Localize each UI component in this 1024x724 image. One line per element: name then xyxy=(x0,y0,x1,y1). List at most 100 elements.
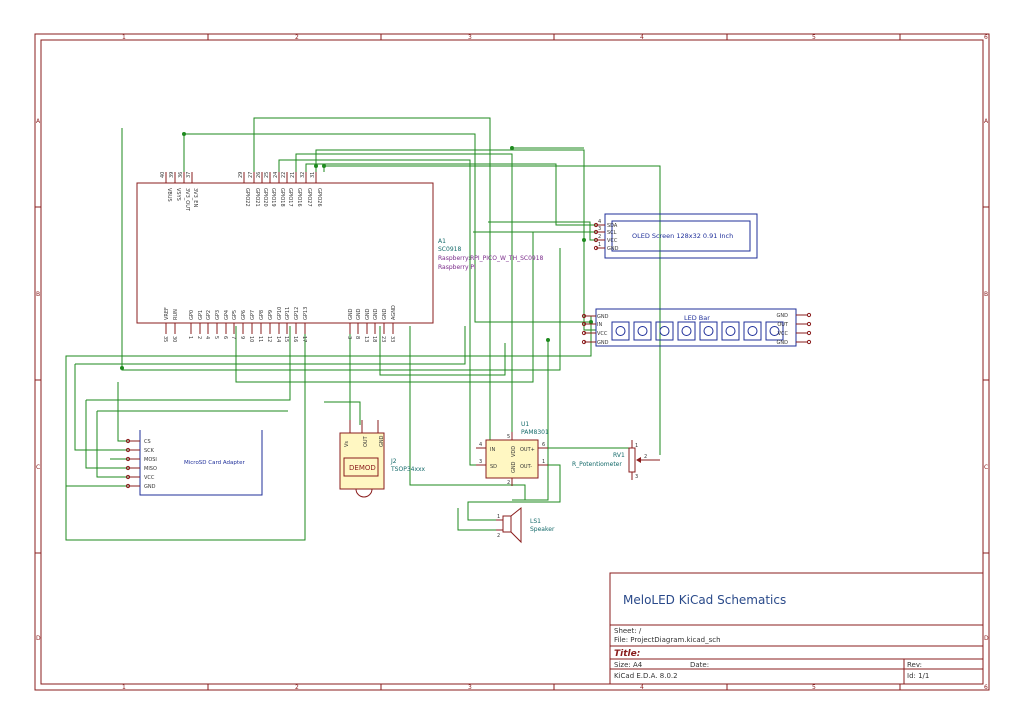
pico-top-pin-label: VBUS xyxy=(166,188,172,202)
pot-body xyxy=(628,447,636,473)
sd-pin-gnd: GND xyxy=(144,484,156,490)
oled-name: OLED Screen 128x32 0.91 Inch xyxy=(632,232,733,240)
pico-bottom-pin-number: 6 xyxy=(222,336,228,339)
file-label: File: ProjectDiagram.kicad_sch xyxy=(614,636,721,644)
title-label: Title: xyxy=(614,649,640,659)
pico-top-pin-number: 22 xyxy=(281,172,287,178)
led-cell xyxy=(699,321,718,341)
pico-bottom-pin-label: GP8 xyxy=(259,310,265,320)
pico-name: Raspberry Pi xyxy=(438,264,476,271)
speaker-coil xyxy=(502,515,512,533)
wire-mosi-drop xyxy=(85,400,128,469)
pot-value: R_Potentiometer xyxy=(572,461,622,468)
pico-top-pin-number: 37 xyxy=(186,172,192,178)
rev-label: Rev: xyxy=(907,661,922,669)
speaker[interactable]: 1 2 LS1 Speaker xyxy=(496,506,555,544)
col-label-4: 4 xyxy=(640,34,644,41)
amplifier-pam8301[interactable]: U1 PAM8301 IN SD OUT+ OUT- VDD GND 4 3 6… xyxy=(476,421,549,486)
pico-bottom-pin-number: 9 xyxy=(239,336,245,339)
sd-name: MicroSD Card Adapter xyxy=(184,460,245,466)
drawing-frame: 1 2 3 4 5 6 1 2 3 4 5 6 A B C D A B C D xyxy=(34,33,990,691)
row-label-a: A xyxy=(36,118,41,125)
row-label-d-right: D xyxy=(984,635,989,642)
wire-cs-drop xyxy=(117,382,128,442)
wire-amp-gnd xyxy=(512,340,549,501)
junctions xyxy=(120,132,593,370)
col-label-1: 1 xyxy=(122,34,126,41)
pico-bottom-pin-label: GP5 xyxy=(232,310,238,320)
led-left-pin-gnd-2: GND xyxy=(597,340,609,346)
pico-module[interactable]: A1 SC0918 Raspberry:RPI_PICO_W_TH_SC0918… xyxy=(136,172,544,343)
pico-bottom-pin-number: 4 xyxy=(204,336,210,339)
led-bar-left-pins: GND IN VCC GND xyxy=(581,313,609,346)
pico-bottom-pin-number: 1 xyxy=(187,336,193,339)
pico-top-pin-label: VSYS xyxy=(175,188,181,201)
led-right-pin-out: OUT xyxy=(777,322,789,328)
pico-bottom-pin-number: 23 xyxy=(380,336,386,342)
wire-led-gnd xyxy=(379,326,506,376)
oled-screen[interactable]: OLED Screen 128x32 0.91 Inch SDA SCL VCC… xyxy=(593,213,758,259)
led-cell xyxy=(655,321,674,341)
pot-wiper-arrow-icon xyxy=(636,457,641,463)
oled-pin-num-2: 2 xyxy=(598,234,601,240)
pico-bottom-pin-label: AGND xyxy=(391,305,397,320)
pico-bottom-pins: VREF35RUN30GP01GP12GP24GP35GP46GP57GP69G… xyxy=(162,305,397,342)
led-left-pin-in: IN xyxy=(597,322,602,328)
pico-bottom-pin-number: 2 xyxy=(196,336,202,339)
row-label-d: D xyxy=(36,635,41,642)
sd-pins: CS SCK MOSI MISO VCC GND xyxy=(125,438,157,490)
pico-bottom-pin-label: GND xyxy=(356,308,362,320)
pico-bottom-pin-label: GND xyxy=(382,308,388,320)
wire-ir-vs xyxy=(324,401,361,425)
wire-gpio-amp-in xyxy=(253,117,491,440)
sd-pin-mosi: MOSI xyxy=(144,457,157,463)
pico-top-pin-label: GPIO20 xyxy=(262,188,268,207)
pico-bottom-pin-label: GP12 xyxy=(294,307,300,320)
pico-top-pins: VBUS40VSYS393V3_OUT363V3_EN37GPIO2229GPI… xyxy=(160,172,322,212)
pico-top-pin-number: 32 xyxy=(300,172,306,178)
pico-bottom-pin-number: 5 xyxy=(213,336,219,339)
ir-receiver[interactable]: DEMOD Vs OUT GND J2 TSOP34xxx xyxy=(339,420,426,498)
sd-pin-vcc: VCC xyxy=(144,475,155,481)
pico-bottom-pin-number: 8 xyxy=(354,336,360,339)
pico-top-pin-number: 21 xyxy=(290,172,296,178)
pico-footprint: Raspberry:RPI_PICO_W_TH_SC0918 xyxy=(438,255,544,262)
potentiometer[interactable]: RV1 R_Potentiometer 1 2 3 xyxy=(572,440,660,480)
pico-bottom-pin-label: GP11 xyxy=(285,307,291,320)
wire-sd-mosi xyxy=(86,326,291,401)
pico-bottom-pin-number: 17 xyxy=(301,336,307,342)
amp-pin-vdd: VDD xyxy=(511,446,517,457)
pico-top-pin-label: GPIO17 xyxy=(287,188,293,207)
led-cell xyxy=(743,321,762,341)
amp-pin-num-4: 4 xyxy=(479,442,482,448)
row-label-c: C xyxy=(36,464,40,471)
led-cell xyxy=(765,321,784,341)
row-label-b-right: B xyxy=(984,291,988,298)
oled-pins: SDA SCL VCC GND 4 3 2 1 xyxy=(593,219,619,252)
microsd-card-adapter[interactable]: MicroSD Card Adapter CS SCK MOSI MISO VC… xyxy=(125,430,263,496)
amp-value: PAM8301 xyxy=(521,429,549,436)
wire-sda xyxy=(305,163,596,226)
ir-ref: J2 xyxy=(390,458,397,465)
pico-top-pin-label: GPIO18 xyxy=(279,188,285,207)
pico-bottom-pin-label: VREF xyxy=(164,307,170,320)
pico-bottom-pin-number: 18 xyxy=(371,336,377,342)
wire-gpio-vdd xyxy=(295,153,513,444)
col-label-1-bottom: 1 xyxy=(122,684,126,691)
led-cell xyxy=(633,321,652,341)
sd-pin-cs: CS xyxy=(144,439,151,445)
amp-pin-num-1: 1 xyxy=(542,459,545,465)
speaker-value: Speaker xyxy=(530,526,555,533)
row-label-c-right: C xyxy=(984,464,988,471)
row-label-b: B xyxy=(36,291,40,298)
wire-miso-drop xyxy=(96,411,128,478)
pico-bottom-pin-label: GP6 xyxy=(241,310,247,320)
led-bar[interactable]: LED Bar GND IN VCC GND GND OUT xyxy=(581,308,812,347)
inner-border xyxy=(40,39,984,685)
pico-value: SC0918 xyxy=(438,246,461,253)
oled-pin-num-3: 3 xyxy=(598,226,601,232)
pico-top-pin-number: 26 xyxy=(256,172,262,178)
pico-top-pin-number: 29 xyxy=(238,172,244,178)
pico-top-pin-label: GPIO27 xyxy=(306,188,312,207)
led-bar-name: LED Bar xyxy=(684,314,710,322)
